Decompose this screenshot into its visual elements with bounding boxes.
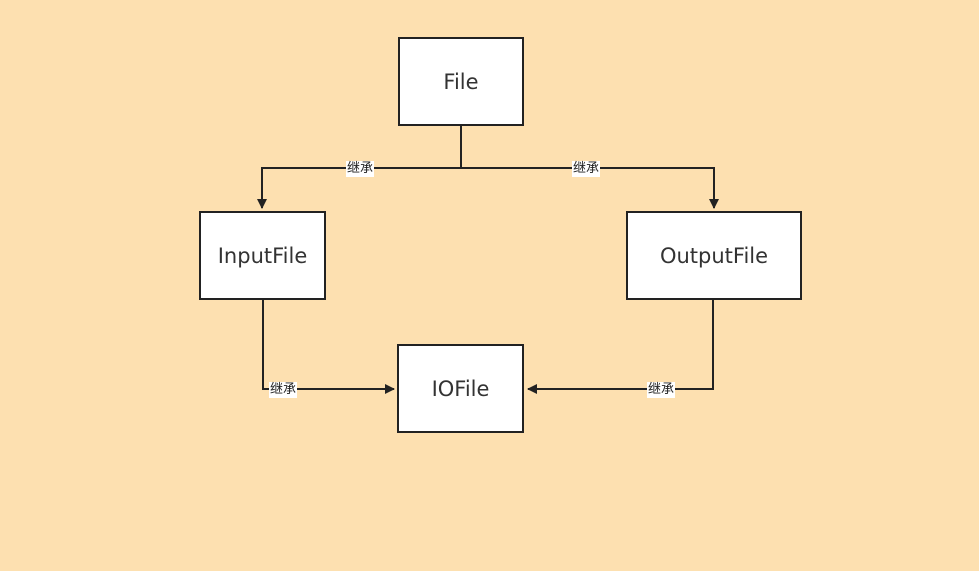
- edge-label-file-to-inputfile: 继承: [346, 161, 375, 177]
- edge-label-outputfile-to-iofile: 继承: [647, 382, 676, 398]
- edge-inputfile-to-iofile: [262, 299, 395, 394]
- node-file[interactable]: File: [398, 37, 524, 126]
- node-iofile-label: IOFile: [431, 376, 490, 401]
- node-file-label: File: [443, 69, 479, 94]
- edge-label-inputfile-to-iofile: 继承: [269, 382, 298, 398]
- node-inputfile-label: InputFile: [217, 243, 308, 268]
- edge-file-to-outputfile: [461, 167, 719, 209]
- node-outputfile-label: OutputFile: [659, 243, 769, 268]
- node-inputfile[interactable]: InputFile: [199, 211, 326, 300]
- edge-label-file-to-outputfile: 继承: [572, 161, 601, 177]
- edge-outputfile-to-iofile: [527, 299, 714, 394]
- node-iofile[interactable]: IOFile: [397, 344, 524, 433]
- node-outputfile[interactable]: OutputFile: [626, 211, 802, 300]
